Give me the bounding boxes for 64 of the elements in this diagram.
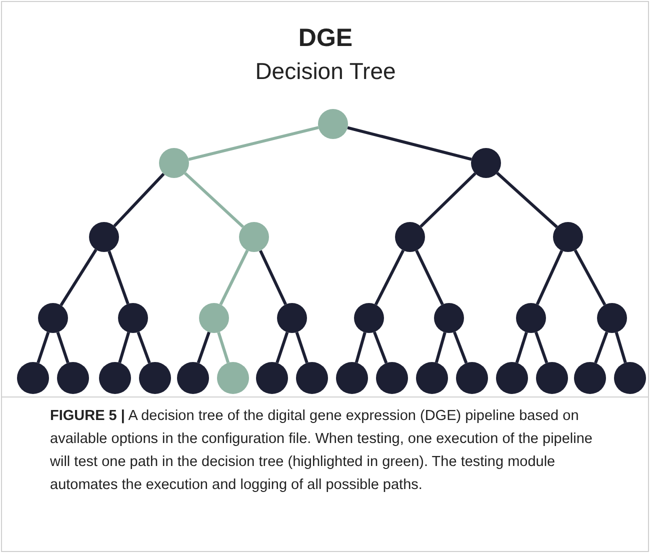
tree-branch	[354, 332, 366, 364]
decision-node	[536, 362, 568, 394]
decision-node	[434, 303, 464, 333]
tree-branch	[420, 172, 476, 228]
decision-node	[471, 148, 501, 178]
tree-branch	[56, 332, 70, 364]
decision-node	[496, 362, 528, 394]
tree-branch	[347, 126, 472, 161]
decision-node	[177, 362, 209, 394]
tree-branch	[295, 332, 308, 364]
tree-branch	[196, 332, 210, 364]
tree-branch	[614, 332, 627, 364]
tree-branch	[536, 250, 564, 305]
tree-branch	[188, 126, 319, 161]
diagram-title: DGE	[297, 24, 354, 53]
decision-node	[318, 109, 348, 139]
decision-node	[239, 222, 269, 252]
decision-node	[574, 362, 606, 394]
decision-node	[296, 362, 328, 394]
tree-branch	[219, 250, 249, 306]
tree-branch	[259, 250, 287, 306]
decision-node	[336, 362, 368, 394]
tree-branch	[452, 331, 468, 364]
decision-node	[597, 303, 627, 333]
decision-node	[17, 362, 49, 394]
tree-branch	[515, 332, 528, 364]
tree-branch	[415, 250, 444, 306]
tree-branch	[534, 332, 548, 364]
diagram-subtitle: Decision Tree	[254, 58, 397, 85]
decision-node	[395, 222, 425, 252]
decision-node	[354, 303, 384, 333]
decision-node	[516, 303, 546, 333]
decision-node	[376, 362, 408, 394]
decision-node	[553, 222, 583, 252]
decision-node	[139, 362, 171, 394]
decision-node	[99, 362, 131, 394]
decision-node	[38, 303, 68, 333]
decision-node	[416, 362, 448, 394]
decision-node	[456, 362, 488, 394]
decision-node	[199, 303, 229, 333]
tree-branch	[217, 332, 230, 364]
tree-branch	[496, 172, 558, 228]
tree-branch	[108, 250, 130, 304]
tree-branch	[374, 250, 405, 306]
tree-branch	[136, 332, 151, 364]
decision-node	[57, 362, 89, 394]
tree-branch	[372, 331, 388, 364]
tree-branch	[434, 332, 446, 364]
decision-node	[159, 148, 189, 178]
tree-branch	[36, 332, 50, 364]
decision-node	[118, 303, 148, 333]
decision-node	[217, 362, 249, 394]
tree-branch	[118, 332, 130, 364]
tree-branch	[60, 248, 98, 306]
tree-branch	[184, 172, 244, 228]
tree-branch	[594, 332, 608, 364]
tree-branch	[276, 332, 289, 364]
figure-caption: FIGURE 5 | A decision tree of the digital gene expression (DGE) pipeline based on available options in the configuration file. When testing, one execution of the pipeline will test one path in the decision tree (highlighted in green). The testing module automates the execution and logging of all possible paths.	[50, 407, 594, 495]
tree-branch	[113, 172, 165, 228]
decision-node	[89, 222, 119, 252]
decision-node	[277, 303, 307, 333]
decision-node	[256, 362, 288, 394]
tree-branch	[574, 249, 606, 306]
decision-node	[614, 362, 646, 394]
